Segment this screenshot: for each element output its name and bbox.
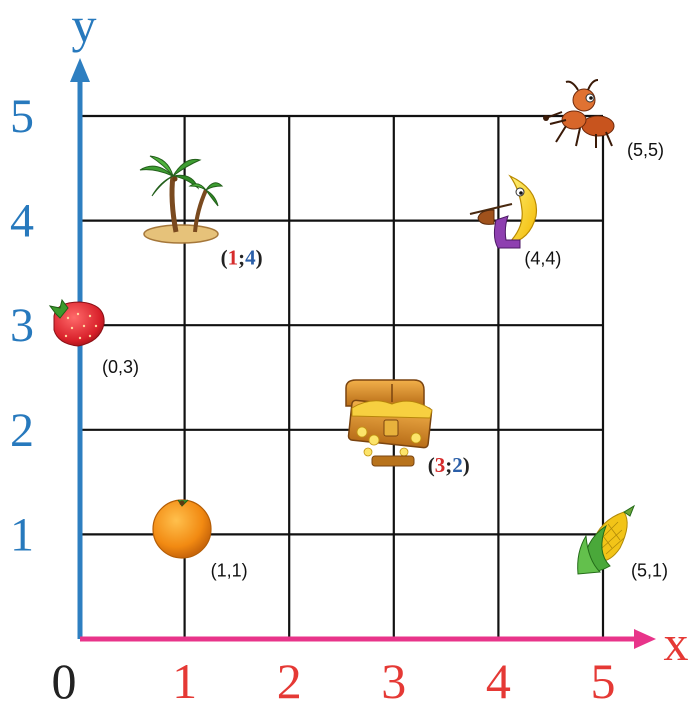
y-tick-label: 3	[10, 299, 34, 352]
x-tick-label: 4	[486, 653, 511, 702]
point-label-open: (	[221, 246, 228, 270]
ant-icon	[543, 79, 615, 148]
y-tick-label: 4	[10, 195, 34, 248]
point-label: (4,4)	[524, 249, 561, 269]
y-tick-label: 1	[10, 508, 34, 561]
point-label-y-text: 4	[245, 246, 256, 270]
point-label-open: (	[428, 453, 435, 477]
point-label: (3;2)	[428, 453, 470, 477]
point-label-x-text: 1	[228, 246, 239, 270]
y-tick-label: 2	[10, 404, 34, 457]
y-tick-label: 5	[10, 90, 34, 143]
point-labels: (1;4)(0,3)(3;2)(1,1)(4,4)(5,5)(5,1)	[102, 140, 668, 580]
point-label: (1,1)	[211, 560, 248, 580]
y-axis-name: y	[72, 0, 97, 53]
point-label-sep: ;	[445, 453, 452, 477]
point-label: (0,3)	[102, 357, 139, 377]
point-label: (5,1)	[631, 560, 668, 580]
point-label-x-text: 3	[435, 453, 446, 477]
point-label-sep: ;	[238, 246, 245, 270]
palm-island-icon	[139, 155, 224, 244]
point-label: (1;4)	[221, 246, 263, 270]
y-axis-arrow	[70, 58, 90, 82]
x-tick-label: 3	[381, 653, 406, 702]
corn-icon	[577, 504, 636, 575]
moon-violin-icon	[469, 174, 538, 249]
point-label-close: )	[256, 246, 263, 270]
axes	[70, 58, 656, 649]
point-label: (5,5)	[627, 140, 664, 160]
treasure-chest-icon	[345, 379, 433, 467]
x-axis-arrow	[634, 629, 656, 649]
point-label-close: )	[463, 453, 470, 477]
strawberry-icon	[48, 298, 105, 347]
x-tick-label: 2	[277, 653, 302, 702]
x-tick-label: 1	[172, 653, 197, 702]
point-label-y-text: 2	[452, 453, 463, 477]
origin-label: 0	[52, 653, 77, 702]
x-tick-label: 5	[591, 653, 616, 702]
x-axis-name: x	[664, 615, 689, 671]
orange-icon	[152, 499, 212, 559]
